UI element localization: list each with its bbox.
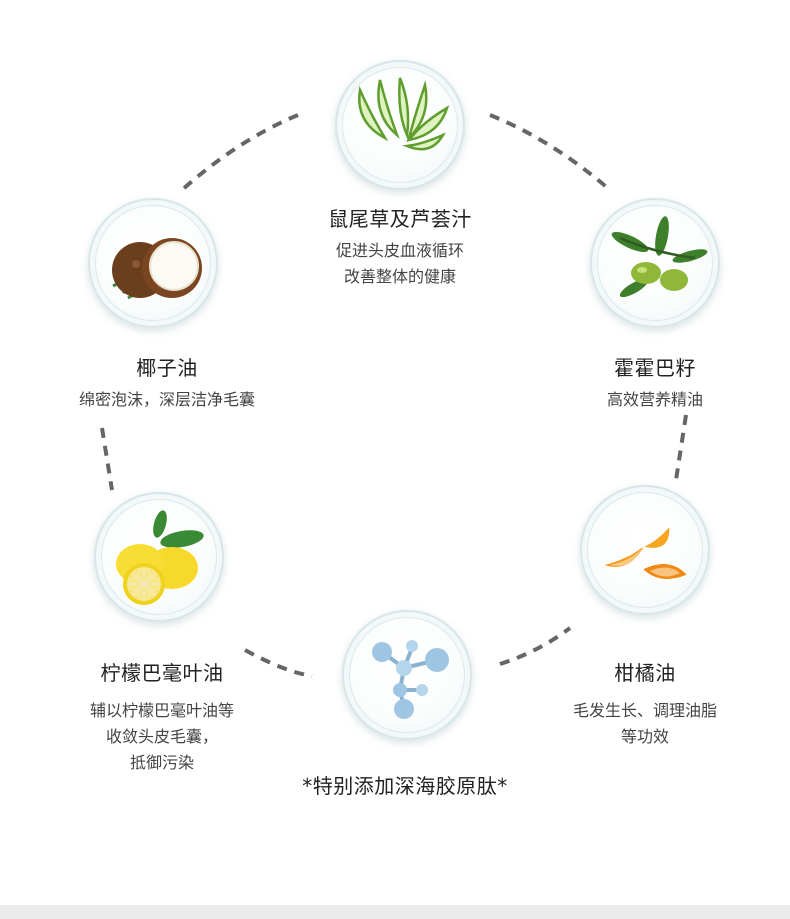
ingredient-sage-aloe: 鼠尾草及芦荟汁 促进头皮血液循环 改善整体的健康 (295, 203, 505, 290)
ingredient-desc-line: 绵密泡沫，深层洁净毛囊 (78, 390, 255, 409)
olive-icon (611, 216, 708, 298)
ingredient-orange: 柑橘油 毛发生长、调理油脂 等功效 (545, 657, 745, 750)
peptide-dish (342, 610, 472, 740)
peptide-note: *特别添加深海胶原肽* (270, 770, 540, 799)
orange-slices-icon (599, 523, 690, 581)
ingredient-desc-line: 改善整体的健康 (343, 267, 456, 286)
ingredient-desc-line: 收敛头皮毛囊， (105, 727, 218, 746)
ingredient-title: 鼠尾草及芦荟汁 (328, 207, 472, 231)
ingredient-jojoba: 霍霍巴籽 高效营养精油 (575, 352, 735, 413)
connector-top-right (489, 113, 612, 192)
ingredient-desc-line: 等功效 (620, 727, 669, 746)
ingredient-coconut: 椰子油 绵密泡沫，深层洁净毛囊 (52, 352, 282, 413)
ingredient-title: 霍霍巴籽 (614, 356, 696, 380)
ingredient-lemon: 柠檬巴毫叶油 辅以柠檬巴毫叶油等 收敛头皮毛囊， 抵御污染 (52, 657, 272, 776)
ingredient-dish-lemon (94, 492, 224, 622)
ingredient-desc-line: 高效营养精油 (606, 390, 703, 409)
coconut-icon (112, 238, 202, 300)
ingredient-dish-jojoba (590, 198, 720, 328)
connector-right (674, 414, 688, 481)
connector-top-left (180, 113, 299, 192)
ingredient-title: 椰子油 (136, 356, 198, 380)
ingredient-desc-line: 促进头皮血液循环 (335, 241, 464, 260)
connector-bottom-left (244, 648, 313, 678)
connector-left (100, 427, 114, 491)
ingredient-dish-coconut (88, 198, 218, 328)
ingredient-dish-sage-aloe (335, 60, 465, 190)
ingredient-desc-line: 毛发生长、调理油脂 (572, 701, 717, 720)
ingredient-dish-orange (580, 485, 710, 615)
ingredient-desc-line: 辅以柠檬巴毫叶油等 (89, 701, 234, 720)
peptide-title: *特别添加深海胶原肽* (302, 774, 508, 798)
ingredient-title: 柑橘油 (614, 661, 676, 685)
connector-bottom-right (499, 626, 572, 666)
footer-bar (0, 905, 790, 919)
ingredient-desc-line: 抵御污染 (129, 753, 194, 772)
ingredient-title: 柠檬巴毫叶油 (100, 661, 224, 685)
cucumber-slices-icon (358, 77, 450, 151)
lemon-icon (116, 510, 204, 605)
molecule-icon (372, 640, 449, 719)
